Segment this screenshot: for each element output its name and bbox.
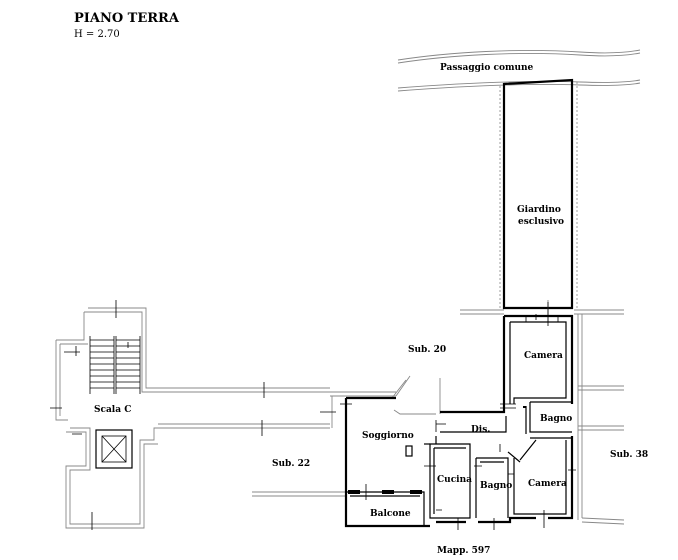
label-scala-c: Scala C: [94, 405, 131, 415]
neighbour-walls-right: [460, 300, 625, 525]
label-bagno-right: Bagno: [540, 414, 572, 424]
scala-c-stairwell: [50, 300, 330, 530]
apartment-outline: [320, 302, 576, 530]
sub22-boundary: [252, 396, 346, 497]
plan-title: PIANO TERRA: [74, 11, 180, 26]
label-dis: Dis.: [471, 425, 490, 435]
height-label: H = 2.70: [74, 29, 120, 40]
label-sub-38: Sub. 38: [610, 450, 648, 460]
label-giardino-2: esclusivo: [518, 217, 564, 227]
label-cucina: Cucina: [437, 475, 472, 485]
label-passaggio-comune: Passaggio comune: [440, 63, 534, 73]
label-balcone: Balcone: [370, 509, 411, 519]
label-giardino-1: Giardino: [517, 205, 561, 215]
label-sub-22: Sub. 22: [272, 459, 310, 469]
label-camera-bottom: Camera: [528, 479, 567, 489]
sub20-boundary: [330, 375, 441, 415]
label-mapp-597: Mapp. 597: [437, 546, 490, 556]
giardino-esclusivo-area: [499, 78, 578, 310]
label-camera-top: Camera: [524, 351, 563, 361]
label-soggiorno: Soggiorno: [362, 431, 414, 441]
label-sub-20: Sub. 20: [408, 345, 446, 355]
label-bagno-mid: Bagno: [480, 481, 512, 491]
